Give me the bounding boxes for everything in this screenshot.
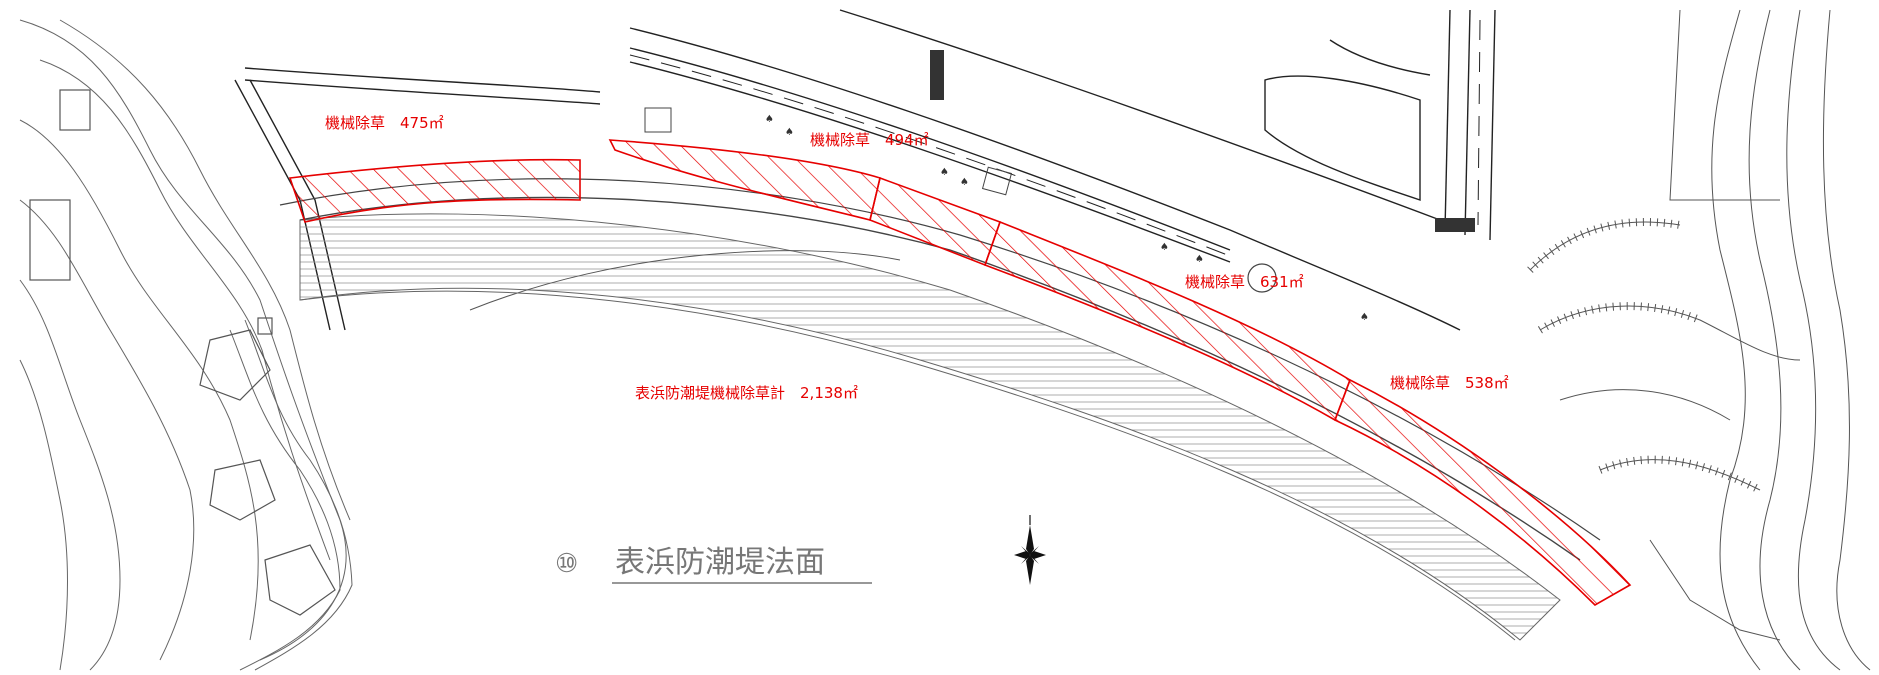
mowing-zones xyxy=(288,139,1632,606)
mowing-label-494: 機械除草 494㎡ xyxy=(810,131,929,149)
mowing-zone-2 xyxy=(608,139,881,221)
left-buildings xyxy=(29,89,336,616)
small-building-2 xyxy=(981,166,1013,196)
svg-text:♠: ♠ xyxy=(765,114,774,125)
drawing-title: 表浜防潮堤法面 xyxy=(615,545,825,580)
left-terrain-contours xyxy=(19,19,353,671)
tree-symbols: ♠ ♠ ♠ ♠ ♠ ♠ ♠ xyxy=(765,114,1369,323)
mowing-label-475: 機械除草 475㎡ xyxy=(325,114,444,132)
small-building xyxy=(644,107,672,133)
svg-text:♠: ♠ xyxy=(960,177,969,188)
mowing-zone-3a xyxy=(869,176,1002,267)
svg-text:♠: ♠ xyxy=(940,167,949,178)
svg-text:♠: ♠ xyxy=(1195,254,1204,265)
north-arrow-icon xyxy=(1014,515,1046,585)
mowing-zone-1 xyxy=(288,158,581,223)
roundabout-circle xyxy=(1247,263,1277,293)
mowing-label-538: 機械除草 538㎡ xyxy=(1390,374,1509,392)
mowing-total-label: 表浜防潮堤機械除草計 2,138㎡ xyxy=(635,384,858,402)
cliff-hatching xyxy=(1527,218,1762,494)
drawing-number: ⑩ xyxy=(555,549,578,579)
road-centerline xyxy=(629,19,1481,257)
mowing-label-631: 機械除草 631㎡ xyxy=(1185,273,1304,291)
svg-text:♠: ♠ xyxy=(1160,242,1169,253)
mowing-zone-4 xyxy=(1333,378,1632,606)
svg-text:♠: ♠ xyxy=(1360,312,1369,323)
crosswalks xyxy=(930,50,1475,232)
right-terrain xyxy=(1529,9,1871,671)
svg-text:♠: ♠ xyxy=(785,127,794,138)
